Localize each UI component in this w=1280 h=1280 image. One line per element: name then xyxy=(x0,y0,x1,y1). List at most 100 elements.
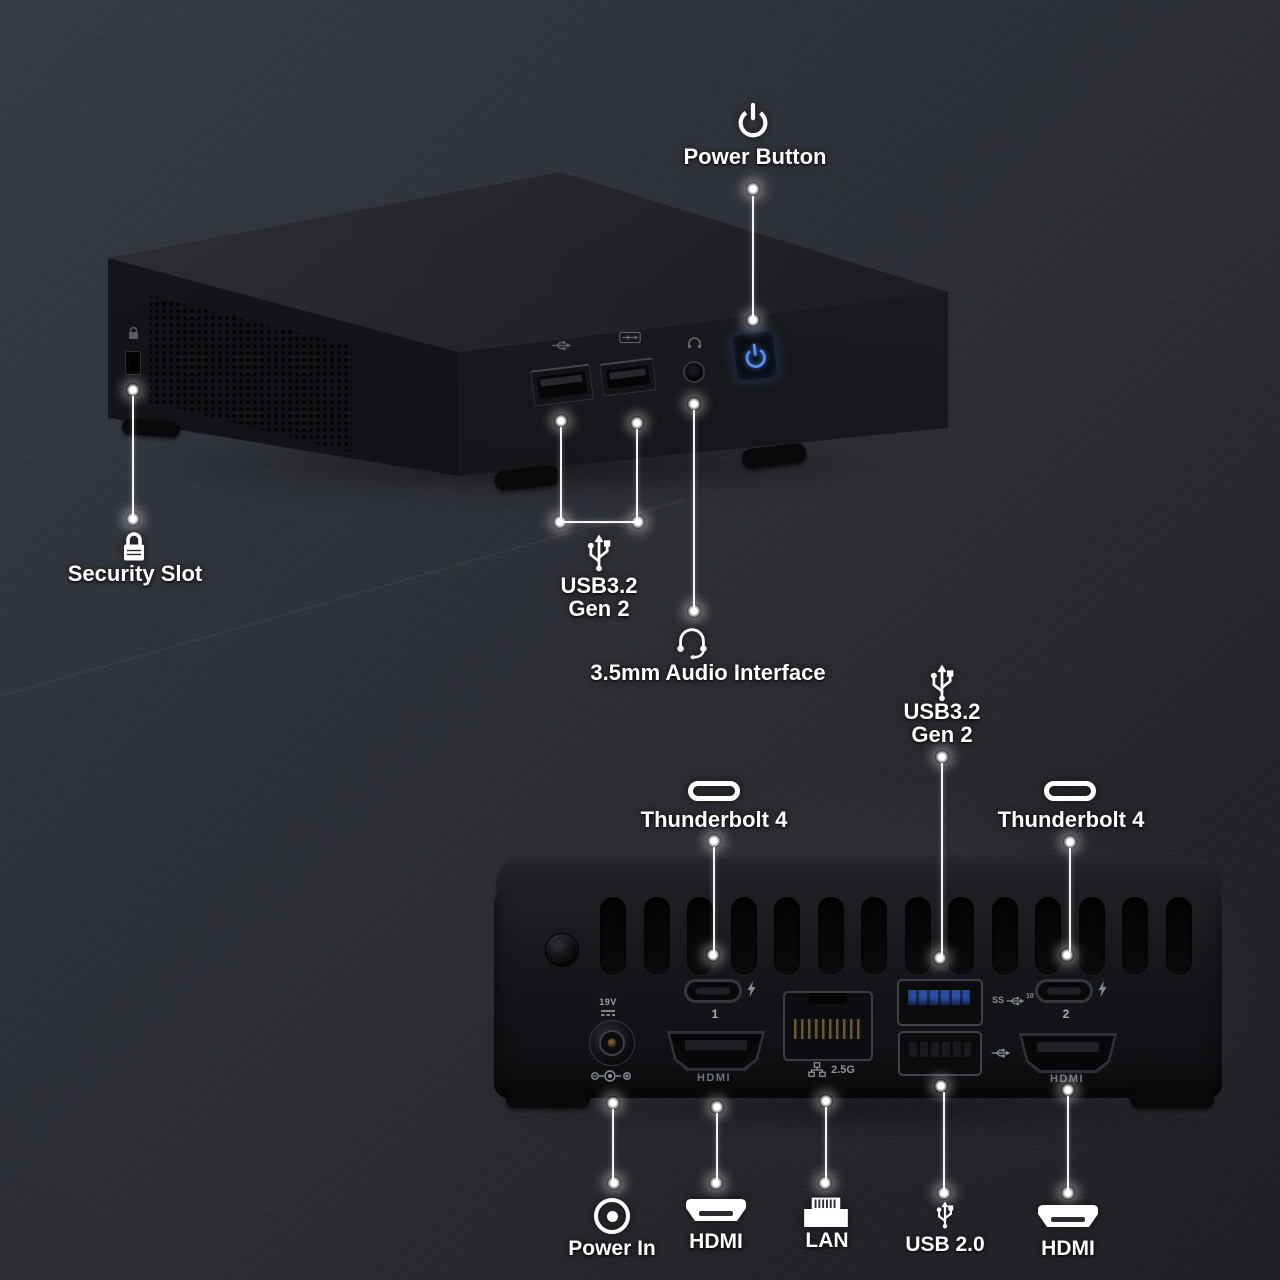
thunderbolt-port-1-number: 1 xyxy=(711,1007,719,1021)
audio-interface-label: 3.5mm Audio Interface xyxy=(590,660,826,685)
usb3-port-tongue xyxy=(908,990,970,1005)
usb2-port xyxy=(898,1031,982,1076)
callout-dot xyxy=(126,512,140,526)
callout-dot xyxy=(1061,1186,1075,1200)
hdmi-left-label: HDMI xyxy=(689,1230,743,1253)
callout-dot xyxy=(554,414,568,428)
lan-icon xyxy=(800,1190,852,1228)
callout-dot xyxy=(706,948,720,962)
vent-slot xyxy=(1035,897,1061,975)
rear-vent-grille xyxy=(600,897,1192,977)
callout-line xyxy=(825,1107,827,1180)
vent-slot xyxy=(991,897,1018,975)
network-icon xyxy=(808,1062,826,1077)
callout-line xyxy=(636,429,638,521)
vent-slot xyxy=(1122,897,1148,975)
callout-dot xyxy=(933,951,947,965)
thunderbolt-bolt-icon xyxy=(1098,981,1107,997)
callout-line xyxy=(943,1092,945,1190)
usb-charge-icon xyxy=(619,331,641,344)
front-power-button xyxy=(731,329,779,383)
dc-power-jack-pin xyxy=(607,1038,617,1048)
thunderbolt-right-label: Thunderbolt 4 xyxy=(997,807,1145,832)
usb20-label: USB 2.0 xyxy=(905,1233,985,1256)
voltage-marking: 19V xyxy=(599,997,617,1007)
dc-power-jack xyxy=(589,1020,635,1066)
lock-engraving-icon xyxy=(129,326,138,339)
headset-icon xyxy=(673,625,711,660)
polarity-icon xyxy=(591,1070,631,1082)
hdmi-port-1-cavity xyxy=(670,1034,762,1068)
vent-slot xyxy=(774,897,800,975)
callout-line xyxy=(132,396,134,516)
hdmi-port-2-tongue xyxy=(1037,1042,1099,1052)
usbc-port-icon xyxy=(1044,781,1096,801)
usbc-port-icon xyxy=(688,781,740,801)
hdmi-port-2-cavity xyxy=(1022,1036,1114,1070)
thunderbolt-port-1 xyxy=(684,979,742,1003)
usb-mini-trident-icon xyxy=(991,1048,1011,1058)
vent-slot xyxy=(948,897,974,975)
kensington-slot xyxy=(125,351,141,375)
usb3-speed-badge: SS 10 xyxy=(992,993,1034,1007)
hdmi-port-2-marking: HDMI xyxy=(1049,1073,1085,1085)
rear-unit-foot xyxy=(506,1080,590,1108)
callout-line xyxy=(612,1109,614,1180)
front-unit-foot xyxy=(121,417,181,439)
power-button-label: Power Button xyxy=(683,144,827,169)
front-usb-label-line1: USB3.2 xyxy=(560,573,638,598)
headphone-mini-icon xyxy=(687,337,702,349)
thunderbolt-left-label: Thunderbolt 4 xyxy=(640,807,788,832)
front-audio-jack xyxy=(683,361,705,383)
thunderbolt-bolt-icon xyxy=(747,981,756,997)
usb3-port xyxy=(897,979,983,1026)
usb3-speed-number: 10 xyxy=(1026,993,1034,1000)
vent-slot xyxy=(1078,897,1105,975)
vent-slot xyxy=(687,897,713,975)
callout-dot xyxy=(687,397,701,411)
usb-trident-icon xyxy=(585,534,614,572)
callout-line xyxy=(693,410,695,607)
callout-line xyxy=(560,521,638,523)
vent-slot xyxy=(643,897,670,975)
hdmi-icon xyxy=(1035,1204,1101,1229)
callout-dot xyxy=(126,383,140,397)
lan-port-notch xyxy=(809,993,847,1004)
lock-icon xyxy=(119,531,149,564)
thunderbolt-port-2-number: 2 xyxy=(1062,1007,1070,1021)
security-slot-label: Security Slot xyxy=(67,561,203,586)
vent-slot xyxy=(861,897,887,975)
callout-dot xyxy=(687,604,701,618)
callout-dot xyxy=(746,313,760,327)
vent-slot xyxy=(904,897,931,975)
power-glyph-blue-icon xyxy=(744,343,766,368)
callout-dot xyxy=(606,1096,620,1110)
callout-dot xyxy=(935,750,949,764)
dc-jack-icon xyxy=(594,1198,630,1234)
dc-symbol-icon xyxy=(601,1010,615,1016)
vent-slot xyxy=(1165,897,1192,975)
vent-slot xyxy=(817,897,844,975)
callout-dot xyxy=(746,182,760,196)
callout-dot xyxy=(630,416,644,430)
lan-port-pins xyxy=(794,1019,862,1039)
callout-line xyxy=(1069,848,1071,952)
usb-mini-trident-icon xyxy=(1006,996,1025,1006)
lan-port xyxy=(783,991,873,1061)
rear-usb-label-line2: Gen 2 xyxy=(911,722,973,747)
usb-ss-icon xyxy=(551,341,572,351)
rear-unit-foot xyxy=(1130,1080,1214,1108)
callout-dot xyxy=(553,515,567,529)
ss-label: SS xyxy=(992,995,1005,1005)
kensington-slot-hole xyxy=(131,357,135,370)
hdmi-port-1-tongue xyxy=(685,1040,747,1050)
thunderbolt-port-2-pin xyxy=(1047,987,1081,995)
callout-dot xyxy=(937,1186,951,1200)
front-usb-port-2 xyxy=(599,357,657,397)
vent-slot xyxy=(730,897,757,975)
callout-dot xyxy=(1061,1083,1075,1097)
power-icon xyxy=(734,102,772,140)
callout-line xyxy=(941,763,943,955)
callout-line xyxy=(752,196,754,318)
